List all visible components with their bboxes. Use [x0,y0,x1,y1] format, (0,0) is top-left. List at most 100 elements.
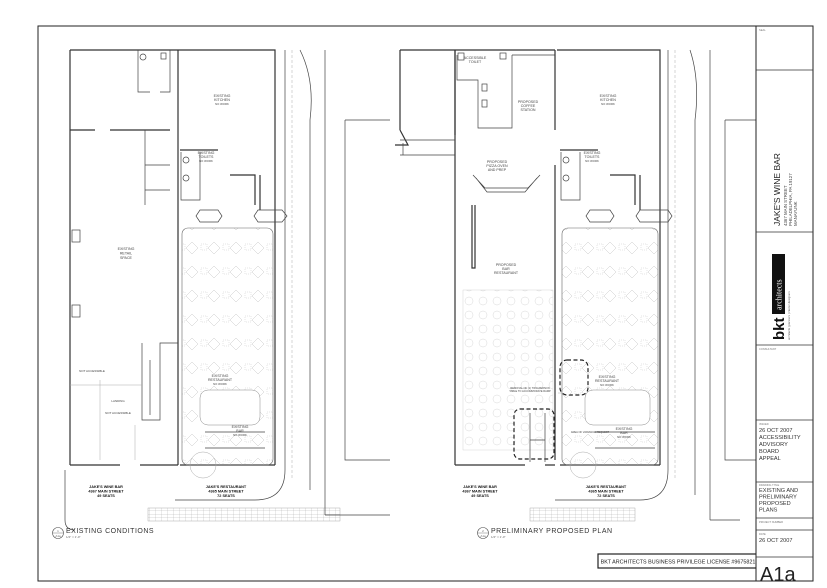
date-label: DATE [759,532,766,536]
dining-area [561,227,659,466]
revolving-door [569,451,597,479]
toilet-icon [562,156,570,164]
consultant-label: CONSULTANT [759,347,777,351]
drawing-title-label: DRAWING TITLE [759,483,779,487]
project-city: PHILADELPHIA, PA 19127 [788,173,793,226]
curb-line [555,50,669,501]
wall [70,380,142,460]
wine-bar-walls [395,49,555,466]
adjacent-building [709,50,756,521]
not-accessible-note: NOT ACCESSIBLE [79,369,105,373]
adjacent-building [344,119,390,461]
wall [180,149,261,210]
revolving-door [189,451,217,479]
project-number-label: PROJECT NUMBER [759,520,783,524]
landing-note: LANDING [111,399,125,403]
plan-number: 1 [57,529,59,533]
wall [137,50,171,93]
plan-title: PRELIMINARY PROPOSED PLAN [491,528,613,535]
toilet-icon [182,156,190,164]
bar-seating-area [462,289,554,451]
plan-sheet: A1a [480,534,486,538]
dining-area [181,227,274,466]
curb-line [175,50,286,501]
date-value: 26 OCT 2007 [759,538,792,544]
stair [141,342,178,421]
plan-number: 2 [482,529,484,533]
toilet-room [560,152,581,201]
project-info: JAKE'S WINE BAR 4367 MAIN STREET PHILADE… [772,153,798,226]
logo-bar [772,254,785,314]
plan-sheet: A1a [55,534,61,538]
adjacent-curb [299,49,312,490]
column [71,304,81,318]
adjacent-building [324,50,390,516]
license-text: BKT ARCHITECTS BUSINESS PRIVILEGE LICENS… [601,560,756,566]
bar-counter [584,389,651,426]
toilet-icon [562,174,570,182]
plan-scale: 1/4" = 1'-0" [66,535,81,539]
title-block: SEAL JAKE'S WINE BAR 4367 MAIN STREET PH… [755,25,814,586]
project-neighborhood: MANAYUNK [793,201,798,226]
adjacent-curb [689,49,698,495]
title-block-dividers [756,69,813,558]
toilet-icon [139,53,147,61]
seal-label: SEAL [759,28,766,32]
plan-title: EXISTING CONDITIONS [66,528,154,535]
plan-title-existing: 1 A1a EXISTING CONDITIONS 1/4" = 1'-0" [52,527,154,539]
toilet-room [180,152,201,201]
toilet-icon [182,174,190,182]
partition-wall [471,205,476,269]
project-address: 4367 MAIN STREET [783,185,788,226]
toilet-core [456,54,555,129]
sink-icon [160,52,167,60]
accessible-toilet-icon [457,52,465,61]
column [71,229,81,243]
not-accessible-note: NOT ACCESSIBLE [105,411,131,415]
plan-scale: 1/4" = 1'-0" [491,535,506,539]
sidewalk-grate [147,507,341,522]
sink-icon [499,52,507,60]
logo-architects: architects [775,279,784,310]
logo-bkt: bkt [771,317,788,340]
pizza-prep-counter [472,174,541,193]
plan-title-proposed: 2 A1a PRELIMINARY PROPOSED PLAN 1/4" = 1… [477,527,613,539]
doorway [585,209,673,223]
firm-logo: bkt architects architects | planners | i… [771,254,791,340]
firm-tagline: architects | planners | interior designe… [787,291,791,340]
variance-note: AREA OF VARIANCE REQUEST [571,430,610,434]
wall [144,130,170,205]
ramp [529,413,546,462]
wall [400,139,455,156]
sheet-border [37,25,814,582]
project-name: JAKE'S WINE BAR [772,153,782,226]
wall [560,149,641,210]
ramp-area-dashed [513,408,555,460]
issued-label: ISSUED [759,422,769,426]
sheet-number: A1a [760,564,796,586]
sidewalk-grate [529,507,636,522]
sink-icon [481,83,488,92]
